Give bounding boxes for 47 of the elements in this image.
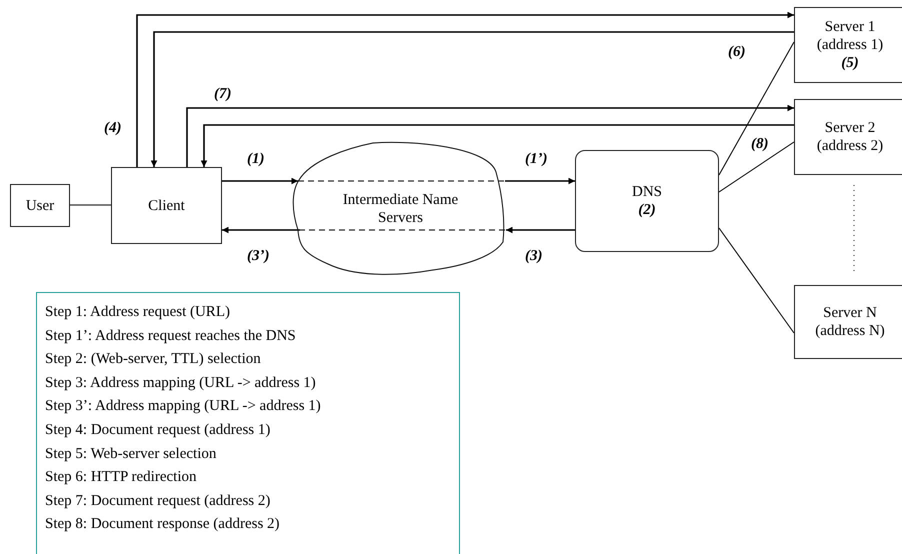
edge-label: (1) bbox=[246, 151, 266, 168]
node-label: (address 2) bbox=[816, 137, 884, 155]
node-label: Server 1 bbox=[824, 18, 876, 36]
node-label: (address 1) bbox=[816, 36, 884, 54]
rounded-box bbox=[575, 150, 719, 252]
connector-line bbox=[718, 142, 794, 192]
node-label: DNS bbox=[632, 183, 662, 201]
edge-label: (8) bbox=[750, 136, 770, 153]
node-label: Client bbox=[148, 196, 185, 214]
arrow bbox=[222, 178, 298, 184]
node-label: Server N bbox=[823, 304, 877, 322]
step-text: Step 3’: Address mapping (URL -> address 1) bbox=[45, 397, 321, 416]
process-box bbox=[10, 184, 70, 227]
edge-label: (3’) bbox=[246, 248, 270, 265]
step-text: Step 1: Address request (URL) bbox=[45, 303, 230, 322]
node-label: Server 2 bbox=[824, 119, 876, 137]
arrow bbox=[200, 124, 794, 167]
step-text: Step 2: (Web-server, TTL) selection bbox=[45, 350, 261, 370]
step-text: Step 4: Document request (address 1) bbox=[45, 420, 270, 440]
step-number: (2) bbox=[638, 201, 656, 219]
process-box bbox=[794, 99, 902, 175]
edge-label: (4) bbox=[103, 120, 122, 137]
steps-panel bbox=[36, 292, 460, 554]
node-label: Intermediate Name Servers bbox=[342, 191, 460, 227]
node-label: (address N) bbox=[815, 322, 885, 340]
connector-line bbox=[718, 42, 794, 176]
connector-line bbox=[718, 228, 794, 334]
step-text: Step 7: Document request (address 2) bbox=[45, 492, 270, 511]
arrow bbox=[222, 226, 300, 234]
step-text: Step 8: Document response (address 2) bbox=[45, 515, 280, 534]
step-text: Step 5: Web-server selection bbox=[45, 444, 216, 464]
edge-label: (7) bbox=[213, 86, 232, 103]
edge-label: (1’) bbox=[524, 151, 548, 168]
arrow bbox=[506, 226, 575, 234]
step-text: Step 6: HTTP redirection bbox=[45, 468, 196, 488]
process-box bbox=[111, 167, 222, 244]
arrow bbox=[186, 104, 794, 167]
edge-label: (3) bbox=[524, 248, 544, 265]
step-text: Step 3: Address mapping (URL -> address 1) bbox=[45, 374, 316, 393]
step-number: (5) bbox=[841, 54, 859, 72]
process-box bbox=[794, 7, 902, 83]
arrow bbox=[505, 178, 575, 184]
process-box bbox=[794, 285, 902, 359]
edge-label: (6) bbox=[727, 44, 746, 61]
step-text: Step 1’: Address request reaches the DNS bbox=[45, 326, 296, 346]
connector-line bbox=[70, 204, 111, 206]
node-label: User bbox=[26, 196, 54, 214]
